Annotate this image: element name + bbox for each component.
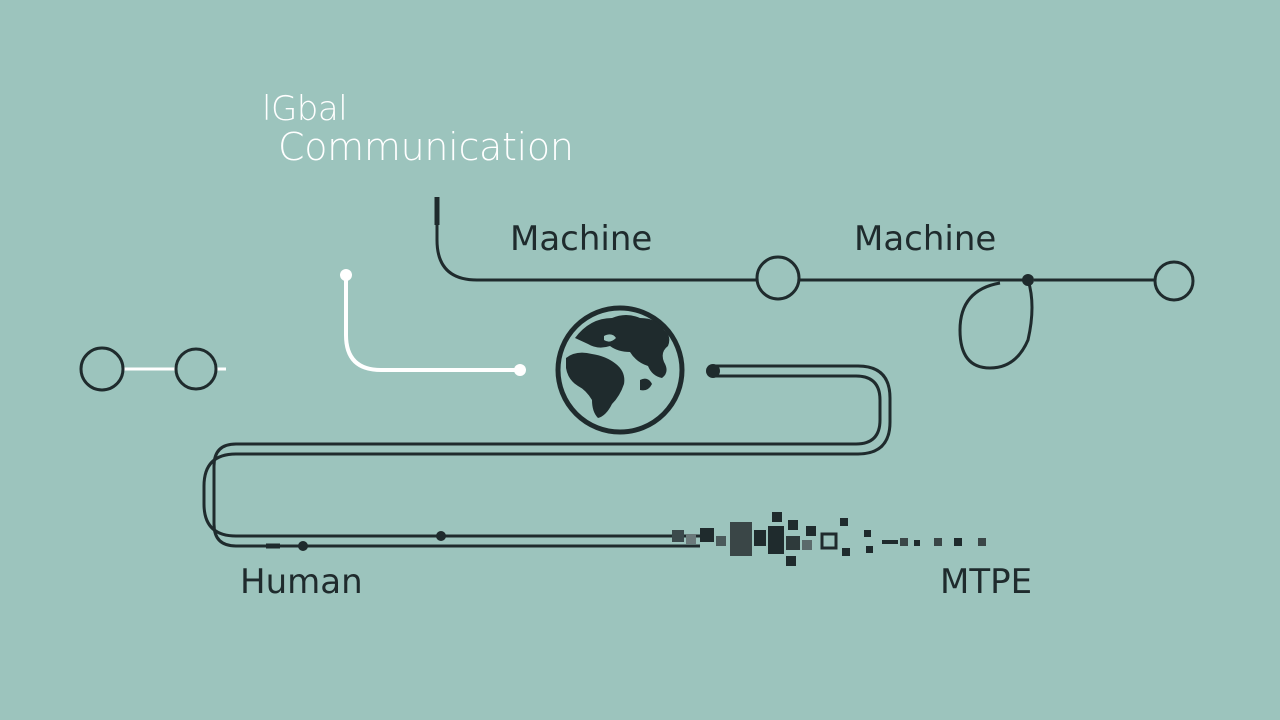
pixel [672,530,684,542]
pixel [788,520,798,530]
white-line-end-dot [514,364,526,376]
left-node-circle-2 [174,347,218,391]
globe-land-north [575,315,670,378]
pixel [754,530,766,546]
pixel [842,548,850,556]
machine-node-circle-1 [755,255,801,301]
cable [202,364,892,551]
cable-outer [202,364,892,538]
cable-inner [212,374,882,548]
title-line-2: Communication [278,125,574,169]
globe-icon [555,305,685,435]
machine-line [434,197,1195,370]
pixel [768,526,784,554]
pixel [866,546,873,553]
pixel [772,512,782,522]
globe-sea-gap [604,334,616,342]
globe-land-island [640,378,652,391]
pixel [730,522,752,556]
pixel [882,540,898,544]
pixel [786,536,800,550]
white-connector [340,269,526,376]
cable-dot-1 [298,541,308,551]
white-line-start-dot [340,269,352,281]
mtpe-label: MTPE [940,562,1033,602]
pixel [954,538,962,546]
pixel [840,518,848,526]
pixel-dissolve [672,512,986,566]
white-elbow-line [344,275,520,372]
pixel [786,556,796,566]
machine-label-2: Machine [854,219,997,259]
machine-junction-dot [1022,274,1034,286]
pixel [864,530,871,537]
cable-start-dot [706,364,720,378]
machine-node-circle-2 [1153,260,1195,302]
pixel [934,538,942,546]
machine-line-loop [958,279,1034,370]
pixel [806,526,816,536]
title-line-1: lGbal [262,89,348,129]
machine-label-1: Machine [510,219,653,259]
cable-dot-2 [436,531,446,541]
pixel [820,532,838,550]
globe-land-africa [566,352,625,418]
pixel [978,538,986,546]
pixel [686,534,696,544]
pixel [914,540,920,546]
machine-line-start [435,197,758,282]
pixel [716,536,726,546]
human-label: Human [240,562,363,602]
left-node-circle-1 [79,346,125,392]
left-node-pair [79,346,226,392]
pixel [700,528,714,542]
pixel [802,540,812,550]
pixel [900,538,908,546]
